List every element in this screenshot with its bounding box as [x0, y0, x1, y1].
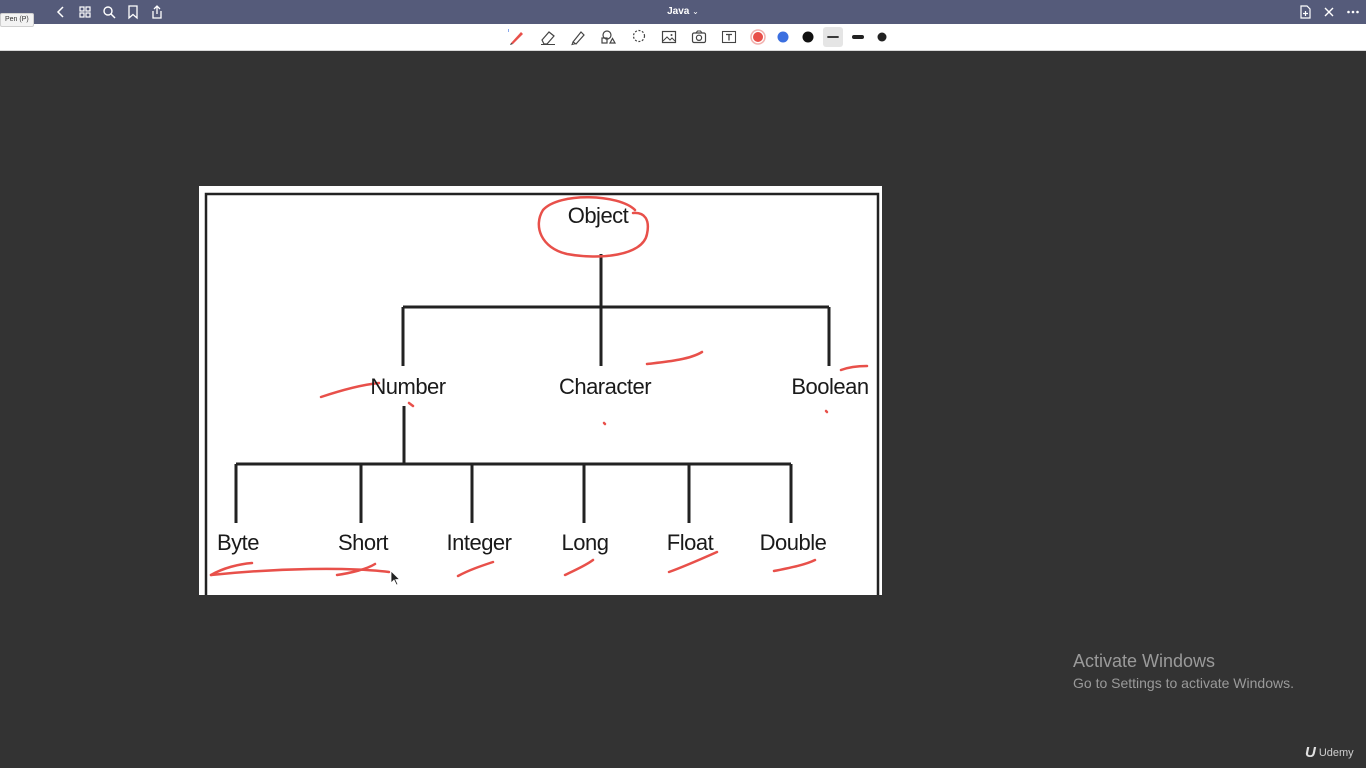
title-bar: Pen (P) Java ⌄ [0, 0, 1366, 27]
node-boolean: Boolean [791, 374, 869, 399]
stroke-thick-option[interactable] [872, 27, 892, 47]
back-icon[interactable] [53, 4, 69, 20]
watermark-title: Activate Windows [1073, 651, 1216, 671]
watermark-subtitle: Go to Settings to activate Windows. [1073, 675, 1294, 691]
tick-annotation-short [335, 562, 377, 577]
dot-annotation-number [407, 401, 415, 408]
eraser-tool-icon[interactable] [538, 27, 558, 47]
node-integer: Integer [446, 530, 513, 555]
drawing-toolbar [0, 24, 1366, 51]
camera-tool-icon[interactable] [689, 27, 709, 47]
node-character: Character [558, 374, 652, 399]
tick-annotation-integer [456, 560, 495, 578]
dot-annotation-boolean [824, 409, 829, 414]
lasso-tool-icon[interactable] [629, 27, 649, 47]
udemy-logo-text: Udemy [1318, 746, 1354, 759]
search-icon[interactable] [101, 4, 117, 20]
tick-annotation-byte [209, 561, 254, 577]
tick-annotation-boolean [839, 364, 869, 372]
document-title-area: Java ⌄ [0, 0, 1366, 24]
node-byte: Byte [216, 530, 260, 555]
document-title[interactable]: Java [667, 6, 690, 17]
grid-icon[interactable] [77, 4, 93, 20]
highlighter-tool-icon[interactable] [568, 27, 588, 47]
color-swatch-red[interactable] [748, 27, 768, 47]
close-icon[interactable] [1321, 4, 1337, 20]
share-icon[interactable] [149, 4, 165, 20]
node-short: Short [337, 530, 389, 555]
more-icon[interactable] [1345, 4, 1361, 20]
color-swatch-blue[interactable] [773, 27, 793, 47]
activation-watermark: Activate Windows Go to Settings to activ… [1073, 651, 1294, 691]
tick-annotation-double [772, 558, 817, 573]
slide-image: Object Number Character Boolean Byte Sho… [199, 186, 882, 595]
chevron-down-icon[interactable]: ⌄ [692, 7, 699, 16]
mouse-cursor-icon [390, 570, 401, 586]
stroke-thin-option[interactable] [823, 27, 843, 47]
color-swatch-black[interactable] [798, 27, 818, 47]
bookmark-icon[interactable] [125, 4, 141, 20]
add-page-icon[interactable] [1297, 4, 1313, 20]
tick-annotation-float [667, 550, 719, 574]
hierarchy-diagram [204, 192, 880, 595]
node-double: Double [759, 530, 827, 555]
stroke-medium-option[interactable] [848, 27, 868, 47]
tick-annotation-long [563, 558, 595, 577]
circle-annotation-object [537, 196, 650, 258]
text-tool-icon[interactable] [719, 27, 739, 47]
node-object: Object [567, 203, 629, 228]
node-number: Number [370, 374, 446, 399]
tick-annotation-character [645, 350, 704, 366]
udemy-logo: U Udemy [1305, 744, 1354, 761]
pen-tool-icon[interactable] [507, 27, 527, 47]
underline-annotation-byte-short [209, 567, 391, 577]
dot-annotation-character [602, 421, 607, 426]
pen-annotations [209, 196, 869, 578]
slide-border [204, 192, 880, 595]
node-long: Long [561, 530, 609, 555]
tick-annotation-number [319, 381, 381, 399]
udemy-logo-icon: U [1305, 744, 1316, 761]
pen-tooltip: Pen (P) [0, 13, 34, 27]
shapes-tool-icon[interactable] [598, 27, 618, 47]
node-float: Float [666, 530, 714, 555]
image-tool-icon[interactable] [659, 27, 679, 47]
